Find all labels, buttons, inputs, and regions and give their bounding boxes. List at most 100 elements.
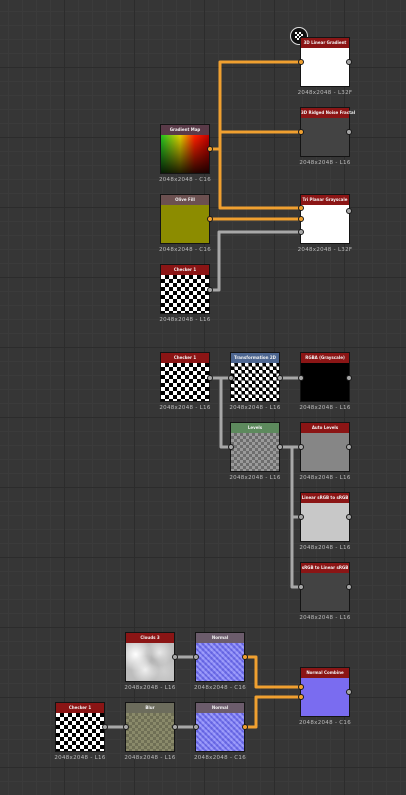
- input-port[interactable]: [298, 205, 304, 211]
- node-transform-2d[interactable]: Transformation 2D: [230, 352, 280, 402]
- output-port[interactable]: [346, 59, 352, 65]
- input-port[interactable]: [298, 684, 304, 690]
- output-port[interactable]: [242, 724, 248, 730]
- node-size-label: 2048x2048 - C16: [158, 247, 212, 253]
- node-title: Gradient Map: [161, 125, 209, 135]
- output-port[interactable]: [277, 444, 283, 450]
- node-size-label: 2048x2048 - C16: [298, 720, 352, 726]
- output-port[interactable]: [207, 216, 213, 222]
- node-planar-grayscale[interactable]: Tri Planar Grayscale: [300, 194, 350, 244]
- node-thumbnail: [161, 135, 209, 173]
- node-checker-top[interactable]: Checker 1: [160, 264, 210, 314]
- node-olive-fill[interactable]: Olive Fill: [160, 194, 210, 244]
- input-port[interactable]: [123, 724, 129, 730]
- input-port[interactable]: [298, 444, 304, 450]
- node-thumbnail: [301, 205, 349, 243]
- input-port[interactable]: [298, 584, 304, 590]
- node-thumbnail: [301, 363, 349, 401]
- node-thumbnail: [301, 433, 349, 471]
- node-thumbnail: [301, 503, 349, 541]
- node-size-label: 2048x2048 - L16: [229, 475, 281, 481]
- output-port[interactable]: [172, 654, 178, 660]
- output-port[interactable]: [102, 724, 108, 730]
- wire-normal-top-to-combine: [245, 655, 301, 689]
- node-title: sRGB to Linear sRGB: [301, 563, 349, 573]
- node-thumbnail: [196, 643, 244, 681]
- node-thumbnail: [161, 205, 209, 243]
- input-port[interactable]: [193, 724, 199, 730]
- node-ridged-noise[interactable]: 3D Ridged Noise Fractal: [300, 107, 355, 157]
- input-port[interactable]: [298, 59, 304, 65]
- wire-normal-bottom-to-combine: [245, 695, 301, 729]
- output-port[interactable]: [346, 584, 352, 590]
- node-size-label: 2048x2048 - L16: [124, 685, 176, 691]
- input-port[interactable]: [298, 229, 304, 235]
- output-port[interactable]: [172, 724, 178, 730]
- node-thumbnail: [126, 713, 174, 751]
- node-size-label: 2048x2048 - C16: [158, 177, 212, 183]
- node-title: 3D Ridged Noise Fractal: [301, 108, 355, 118]
- output-port[interactable]: [346, 375, 352, 381]
- output-port[interactable]: [346, 129, 352, 135]
- node-title: 3D Linear Gradient: [301, 38, 349, 48]
- node-title: Olive Fill: [161, 195, 209, 205]
- input-port[interactable]: [298, 694, 304, 700]
- node-title: Checker 1: [56, 703, 104, 713]
- output-port[interactable]: [207, 287, 213, 293]
- wire-gradient-to-planar: [218, 149, 301, 210]
- node-auto-levels[interactable]: Auto Levels: [300, 422, 350, 472]
- node-title: Clouds 3: [126, 633, 174, 643]
- output-port[interactable]: [277, 375, 283, 381]
- input-port[interactable]: [193, 654, 199, 660]
- node-checker-mid[interactable]: Checker 1: [160, 352, 210, 402]
- node-size-label: 2048x2048 - L16: [159, 317, 211, 323]
- node-size-label: 2048x2048 - L16: [124, 755, 176, 761]
- node-levels[interactable]: Levels: [230, 422, 280, 472]
- node-size-label: 2048x2048 - L32F: [297, 90, 353, 96]
- node-title: Auto Levels: [301, 423, 349, 433]
- output-port[interactable]: [207, 146, 213, 152]
- node-srgb-linear[interactable]: sRGB to Linear sRGB: [300, 562, 350, 612]
- node-title: Checker 1: [161, 265, 209, 275]
- input-port[interactable]: [298, 375, 304, 381]
- node-normal-combine[interactable]: Normal Combine: [300, 667, 350, 717]
- node-size-label: 2048x2048 - C16: [193, 755, 247, 761]
- node-title: Levels: [231, 423, 279, 433]
- node-title: Normal: [196, 703, 244, 713]
- wire-checker-to-planar: [211, 230, 301, 292]
- input-port[interactable]: [228, 375, 234, 381]
- node-thumbnail: [301, 573, 349, 611]
- node-size-label: 2048x2048 - L32F: [297, 247, 353, 253]
- node-size-label: 2048x2048 - L16: [159, 405, 211, 411]
- node-linear-srgb[interactable]: Linear sRGB to sRGB: [300, 492, 350, 542]
- input-port[interactable]: [298, 129, 304, 135]
- node-thumbnail: [301, 48, 349, 86]
- output-port[interactable]: [207, 375, 213, 381]
- node-thumbnail: [231, 363, 279, 401]
- node-thumbnail: [161, 275, 209, 313]
- node-size-label: 2048x2048 - L16: [299, 615, 351, 621]
- input-port[interactable]: [298, 514, 304, 520]
- output-port[interactable]: [346, 514, 352, 520]
- node-title: Normal: [196, 633, 244, 643]
- node-clouds[interactable]: Clouds 3: [125, 632, 175, 682]
- node-grayscale-conversion[interactable]: RGBA (Grayscale): [300, 352, 350, 402]
- node-linear-gradient[interactable]: 3D Linear Gradient: [300, 37, 350, 87]
- node-thumbnail: [231, 433, 279, 471]
- output-port[interactable]: [346, 444, 352, 450]
- node-normal-bottom[interactable]: Normal: [195, 702, 245, 752]
- node-title: Normal Combine: [301, 668, 349, 678]
- node-thumbnail: [301, 118, 349, 156]
- node-gradient-map[interactable]: Gradient Map: [160, 124, 210, 174]
- node-normal-top[interactable]: Normal: [195, 632, 245, 682]
- node-checker-bottom[interactable]: Checker 1: [55, 702, 105, 752]
- checker-square-icon: [295, 32, 303, 40]
- node-blur[interactable]: Blur: [125, 702, 175, 752]
- output-port[interactable]: [242, 654, 248, 660]
- output-port[interactable]: [346, 208, 352, 214]
- wire-checker-to-levels: [219, 378, 231, 449]
- output-port[interactable]: [346, 689, 352, 695]
- input-port[interactable]: [298, 216, 304, 222]
- input-port[interactable]: [228, 444, 234, 450]
- node-size-label: 2048x2048 - L16: [229, 405, 281, 411]
